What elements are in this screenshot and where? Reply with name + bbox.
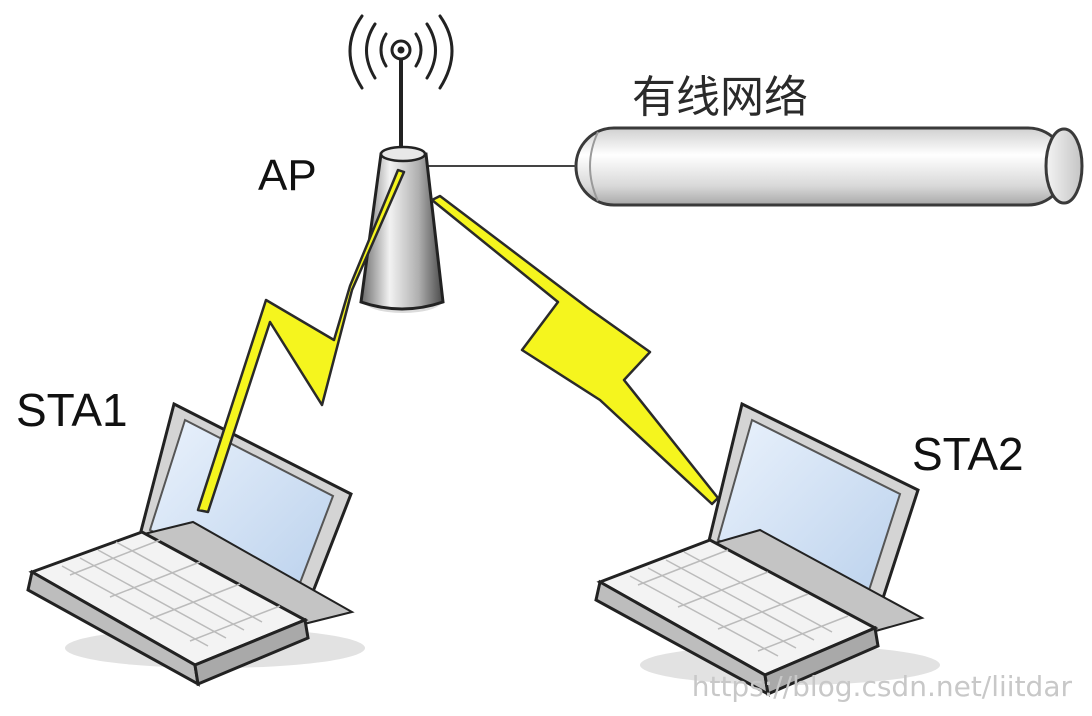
pipe-end-cap	[1044, 127, 1084, 205]
sta2-label: STA2	[912, 428, 1024, 480]
wifi-waves-icon	[348, 14, 454, 90]
pipe-icon	[574, 126, 1068, 207]
lightning-bolt-icon	[196, 168, 406, 514]
ap-label: AP	[258, 151, 317, 200]
laptop-icon	[594, 401, 925, 697]
laptop-sta2	[594, 401, 940, 697]
sta1-label: STA1	[16, 384, 128, 436]
lightning-bolt-icon	[430, 194, 720, 506]
laptop-sta1	[26, 401, 365, 687]
wired-network-pipe	[574, 126, 1084, 207]
watermark-text: https://blog.csdn.net/liitdar	[692, 670, 1073, 703]
wired-network-label: 有线网络	[632, 72, 808, 123]
laptop-icon	[26, 401, 355, 687]
access-point-icon	[359, 39, 445, 313]
